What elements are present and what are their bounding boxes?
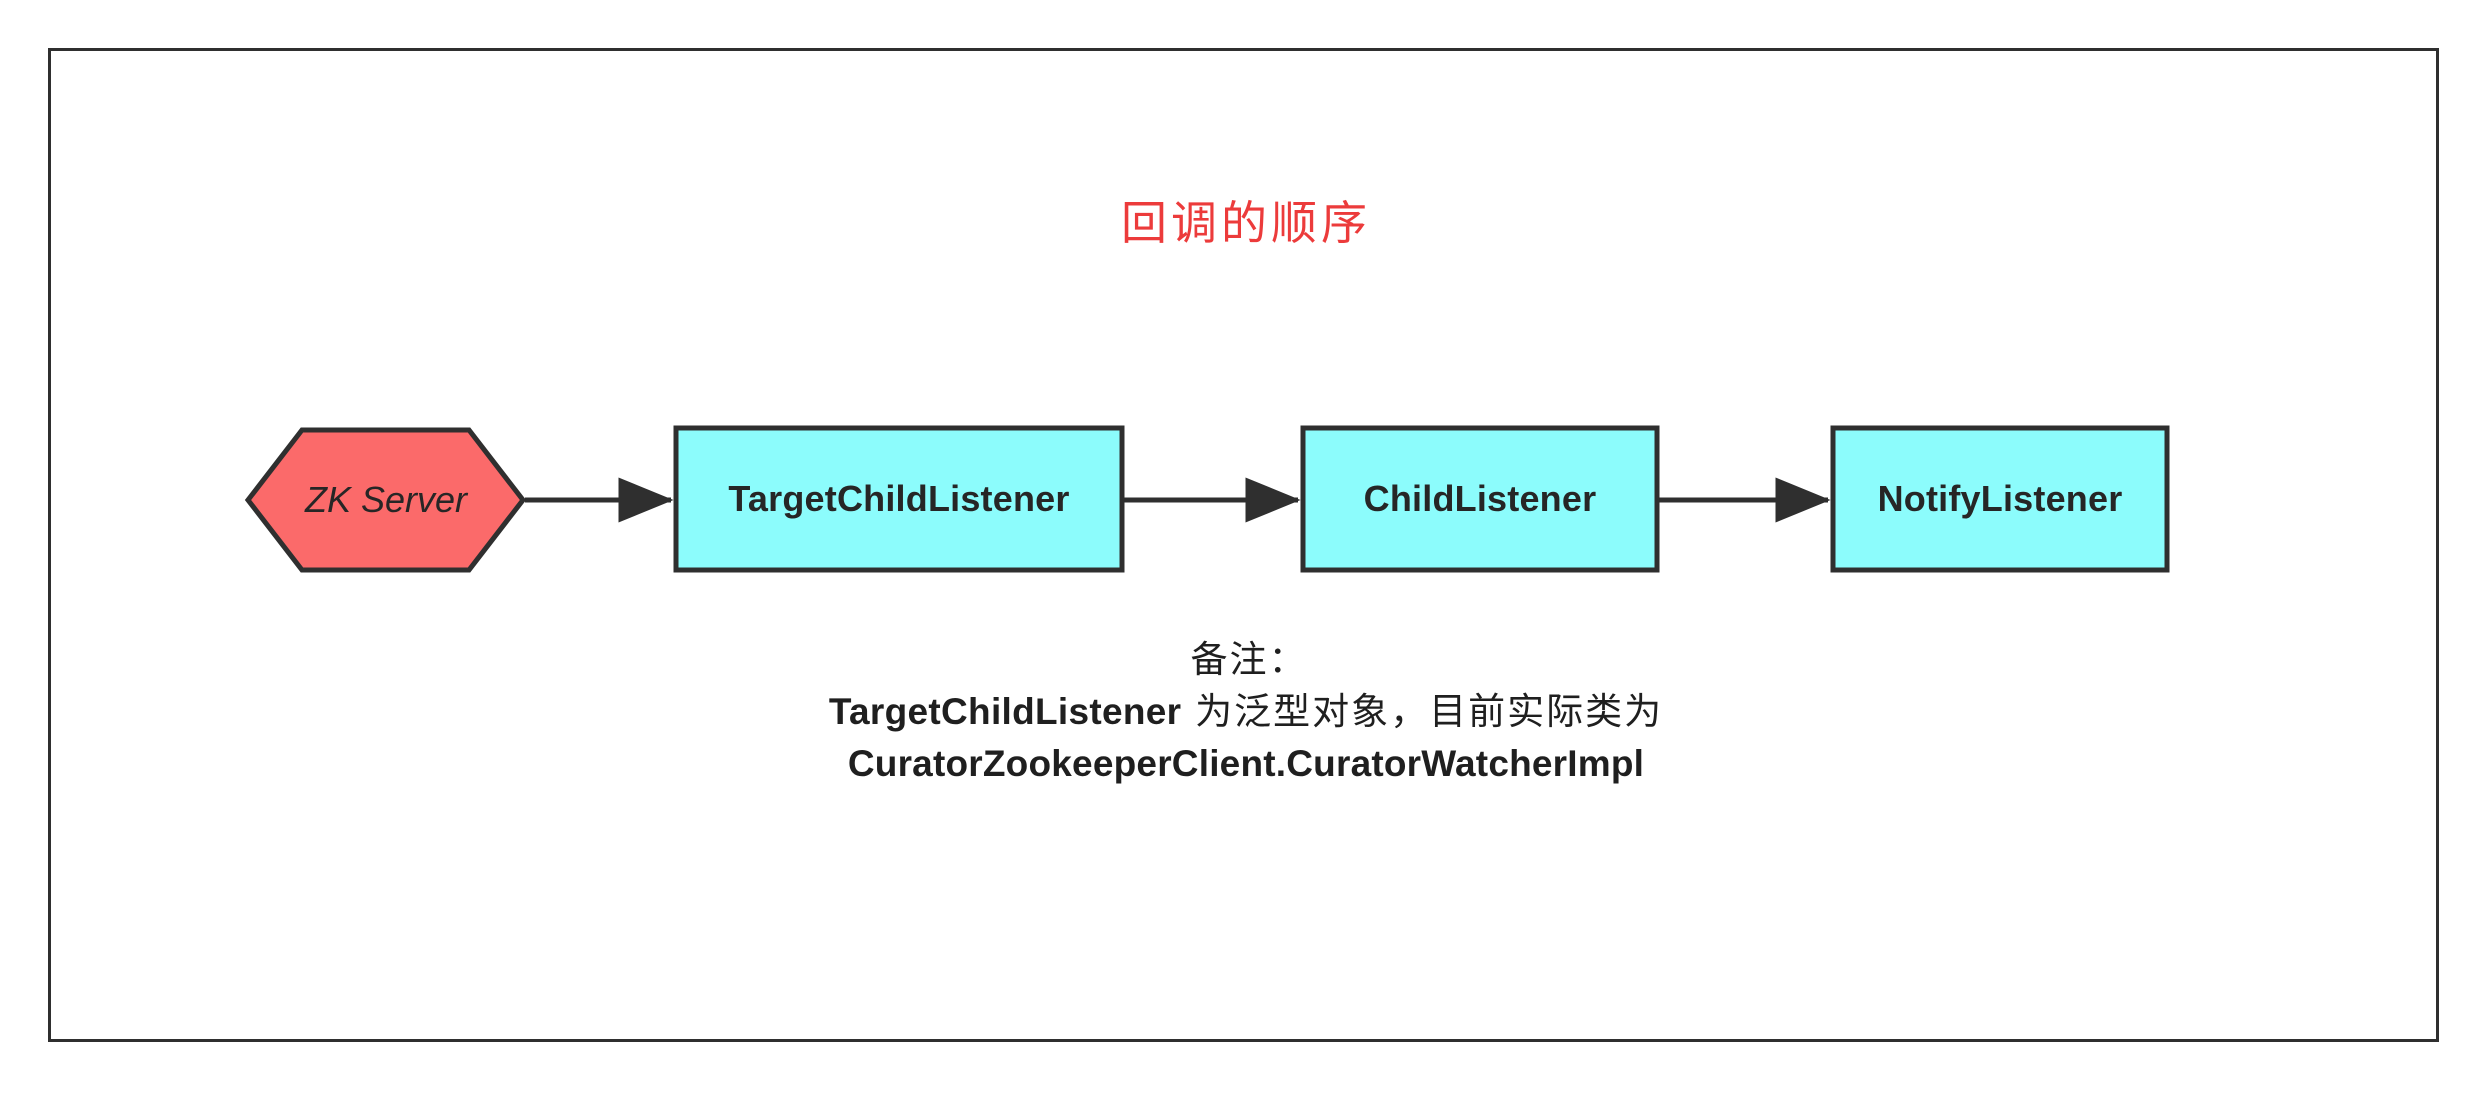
note-line-1: 备注： — [1190, 638, 1308, 681]
note-line-2-description: 为泛型对象，目前实际类为 — [1181, 690, 1664, 733]
note-line-3: CuratorZookeeperClient.CuratorWatcherImp… — [847, 743, 1645, 784]
node-target-child-listener[interactable] — [673, 425, 1125, 573]
note-line-2-class-name: TargetChildListener — [828, 691, 1182, 732]
page-title: 回调的顺序 — [1121, 196, 1371, 250]
node-zk-server[interactable] — [244, 427, 527, 573]
node-notify-listener[interactable] — [1830, 425, 2170, 573]
note-block: 备注： TargetChildListener 为泛型对象，目前实际类为 Cur… — [0, 634, 2492, 790]
node-child-listener[interactable] — [1300, 425, 1660, 573]
note-line-2: TargetChildListener 为泛型对象，目前实际类为 — [0, 686, 2492, 738]
